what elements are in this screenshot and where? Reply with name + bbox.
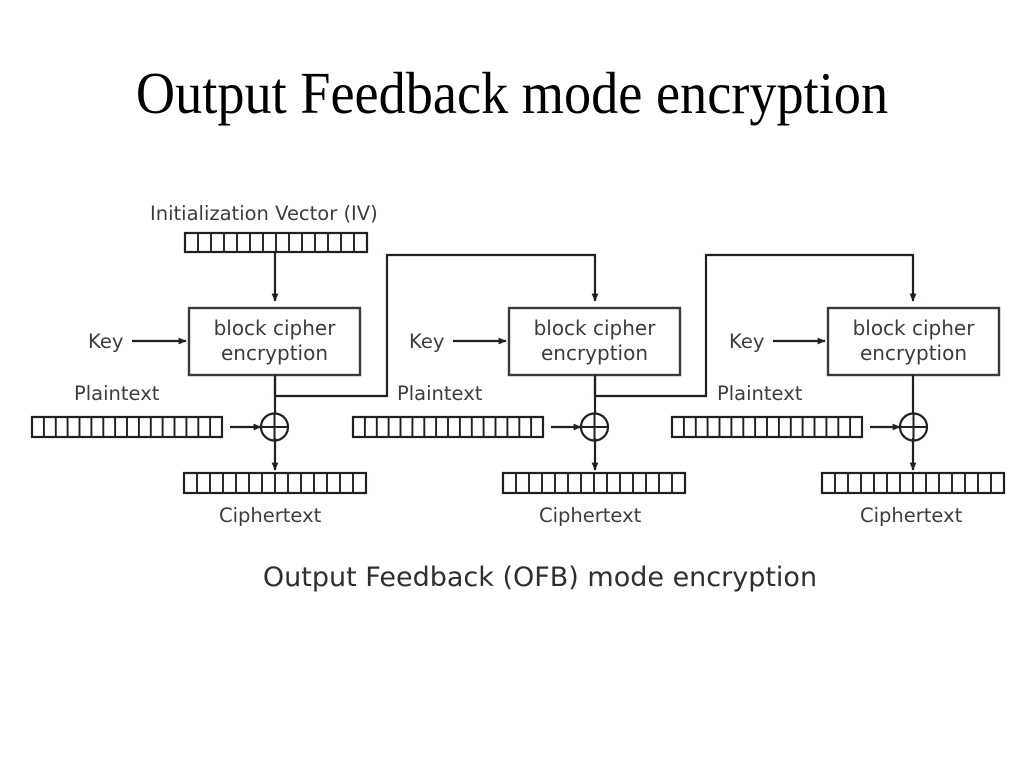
block-cipher-line1-1: block cipher [214, 316, 337, 340]
xor-gate-2 [579, 412, 610, 442]
key-label-1: Key [88, 330, 123, 353]
key-label-3: Key [729, 330, 764, 353]
block-cipher-line1-3: block cipher [853, 316, 976, 340]
block-cipher-line2-2: encryption [541, 341, 648, 365]
block-cipher-line2-1: encryption [221, 341, 328, 365]
key-label-2: Key [409, 330, 444, 353]
block-cipher-box-3[interactable] [826, 306, 1001, 377]
iv-label: Initialization Vector (IV) [150, 202, 378, 225]
plaintext-label-3: Plaintext [717, 382, 803, 405]
stage-2: Key block cipher encryption Plaintext [351, 306, 687, 527]
ciphertext-register-3 [820, 471, 1006, 495]
ciphertext-register-2 [501, 471, 687, 495]
ciphertext-register-1 [182, 471, 368, 495]
ciphertext-label-3: Ciphertext [860, 504, 963, 527]
ofb-diagram-svg: Initialization Vector (IV) [30, 202, 1006, 593]
block-cipher-box-1[interactable] [187, 306, 362, 377]
ofb-diagram: Initialization Vector (IV) [0, 180, 1024, 600]
ciphertext-label-2: Ciphertext [539, 504, 642, 527]
iv-register [183, 231, 369, 254]
stage-1: Key block cipher encryption Plaintext [30, 306, 368, 527]
diagram-caption: Output Feedback (OFB) mode encryption [263, 562, 817, 593]
xor-gate-1 [259, 412, 290, 442]
stage-3: Key block cipher encryption Plaintext [670, 306, 1006, 527]
plaintext-register-2 [351, 415, 545, 439]
plaintext-label-1: Plaintext [74, 382, 160, 405]
xor-gate-3 [898, 412, 929, 442]
plaintext-label-2: Plaintext [397, 382, 483, 405]
plaintext-register-1 [30, 415, 224, 439]
ciphertext-label-1: Ciphertext [219, 504, 322, 527]
page-title: Output Feedback mode encryption [135, 60, 889, 126]
block-cipher-line1-2: block cipher [534, 316, 657, 340]
block-cipher-box-2[interactable] [507, 306, 682, 377]
plaintext-register-3 [670, 415, 864, 439]
block-cipher-line2-3: encryption [860, 341, 967, 365]
